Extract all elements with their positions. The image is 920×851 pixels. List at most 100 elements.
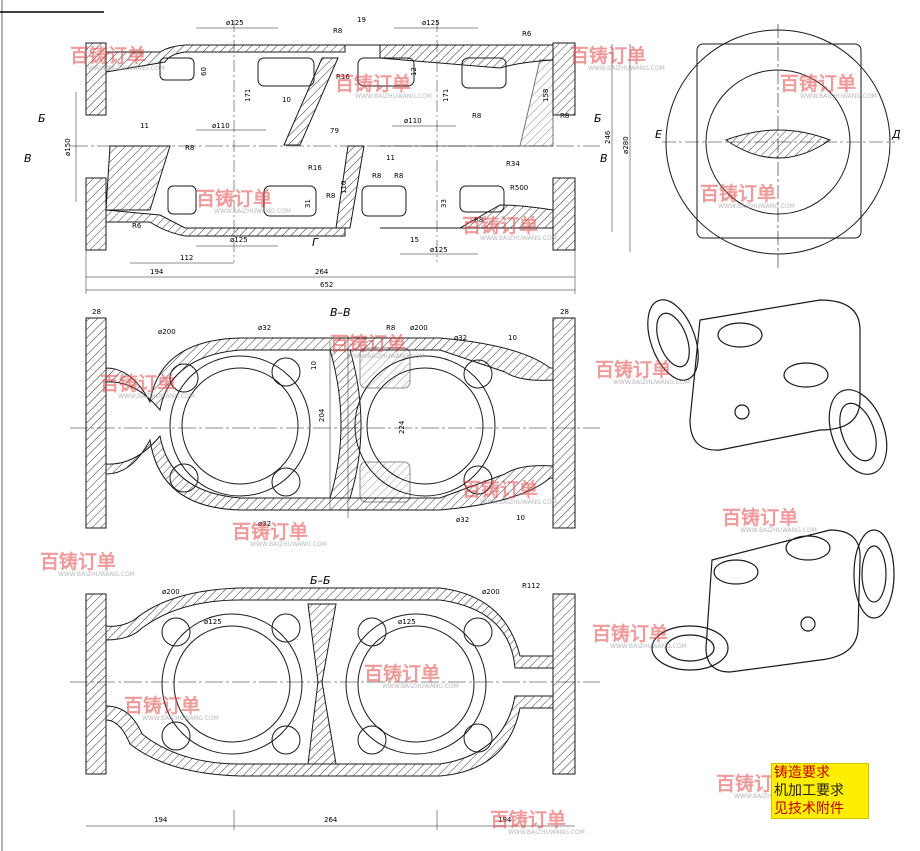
main-section-view: [70, 20, 631, 294]
dim-label: ø200: [162, 588, 180, 596]
dim-label: R112: [522, 582, 540, 590]
dim-label: R16: [308, 164, 322, 172]
dim-label: 28: [560, 308, 569, 316]
dim-label: 11: [386, 154, 395, 162]
section-v-view: [70, 317, 600, 529]
watermark-url: WWW.BAIZHUWANG.COM: [142, 715, 219, 722]
watermark-url: WWW.BAIZHUWANG.COM: [480, 499, 557, 506]
dim-label: 33: [440, 199, 448, 208]
watermark-brand: 百铸订单: [700, 182, 776, 205]
dim-label: ø125: [398, 618, 416, 626]
watermark-url: WWW.BAIZHUWANG.COM: [58, 571, 135, 578]
watermark-url: WWW.BAIZHUWANG.COM: [740, 527, 817, 534]
dim-label: 652: [320, 281, 333, 289]
note-line-casting: 铸造要求: [774, 765, 830, 781]
watermark-brand: 百铸订单: [124, 694, 200, 717]
dim-label: 224: [398, 420, 406, 434]
dim-label: 110: [340, 181, 348, 194]
dim-label: 10: [508, 334, 517, 342]
dim-label: ø32: [454, 334, 467, 342]
cut-label-v-right: В: [600, 152, 608, 165]
watermark-brand: 百铸订单: [592, 622, 668, 645]
section-title-b: Б–Б: [310, 574, 331, 587]
dim-label: R8: [472, 112, 481, 120]
dim-label: R8: [560, 112, 569, 120]
dim-label: 246: [604, 130, 612, 144]
main-dimension-labels: ø125 R8 19 ø125 R6 ø110 ø110 79 10 11 R8…: [64, 16, 630, 289]
dim-label: R16: [336, 73, 350, 81]
watermark-brand: 百铸订单: [570, 44, 646, 67]
cut-label-v-left: В: [24, 152, 32, 165]
dim-label: R8: [333, 27, 342, 35]
watermark-brand: 百铸订单: [364, 662, 440, 685]
dim-label: ø150: [64, 138, 72, 156]
dim-label: R6: [522, 30, 532, 38]
dim-label: ø125: [230, 236, 248, 244]
dim-label: ø280: [622, 136, 630, 154]
cut-label-b-left: Б: [38, 112, 46, 125]
watermark-brand: 百铸订单: [462, 214, 538, 237]
dim-label: 171: [244, 89, 252, 102]
watermark-brand: 百铸订单: [100, 372, 176, 395]
technical-requirements-note: 铸造要求 机加工要求 见技术附件: [771, 763, 869, 819]
watermark-brand: 百铸订单: [70, 44, 146, 67]
dim-label: 31: [304, 199, 312, 208]
dim-label: 10: [516, 514, 525, 522]
dim-label: R8: [372, 172, 381, 180]
dim-label: ø200: [410, 324, 428, 332]
dim-label: 19: [357, 16, 366, 24]
note-line-attachment: 见技术附件: [774, 801, 844, 817]
watermark-brand: 百铸订单: [330, 332, 406, 355]
dim-label: 28: [92, 308, 101, 316]
dim-label: ø110: [404, 117, 422, 125]
watermark-url: WWW.BAIZHUWANG.COM: [88, 65, 165, 72]
cut-label-g: Г: [312, 236, 319, 249]
watermark-brand: 百铸订单: [196, 187, 272, 210]
dim-label: 10: [282, 96, 291, 104]
cut-label-b-right: Б: [594, 112, 602, 125]
watermark-url: WWW.BAIZHUWANG.COM: [480, 235, 557, 242]
watermark-url: WWW.BAIZHUWANG.COM: [382, 683, 459, 690]
dim-label: R8: [326, 192, 335, 200]
watermark-url: WWW.BAIZHUWANG.COM: [800, 93, 877, 100]
watermark-url: WWW.BAIZHUWANG.COM: [613, 379, 690, 386]
section-b-view: [70, 587, 600, 830]
watermark-brand: 百铸订单: [40, 550, 116, 573]
watermark-brand: 百铸订单: [335, 72, 411, 95]
dim-label: R8: [386, 324, 395, 332]
dim-label: ø110: [212, 122, 230, 130]
dim-label: ø125: [204, 618, 222, 626]
watermark-brand: 百铸订单: [780, 72, 856, 95]
dim-label: R500: [510, 184, 528, 192]
watermark-brand: 百铸订单: [462, 478, 538, 501]
dim-label: R8: [185, 144, 194, 152]
dim-label: 264: [324, 816, 338, 824]
dim-label: 10: [310, 361, 318, 370]
watermark-url: WWW.BAIZHUWANG.COM: [348, 353, 425, 360]
dim-label: 158: [542, 89, 550, 102]
dim-label: R34: [506, 160, 520, 168]
dim-label: 204: [318, 408, 326, 422]
dim-label: 264: [315, 268, 329, 276]
watermark-url: WWW.BAIZHUWANG.COM: [610, 643, 687, 650]
cut-label-e: Е: [655, 128, 662, 141]
watermark-url: WWW.BAIZHUWANG.COM: [508, 829, 585, 836]
dim-label: 194: [150, 268, 164, 276]
dim-label: 171: [442, 89, 450, 102]
watermark-url: WWW.BAIZHUWANG.COM: [588, 65, 665, 72]
